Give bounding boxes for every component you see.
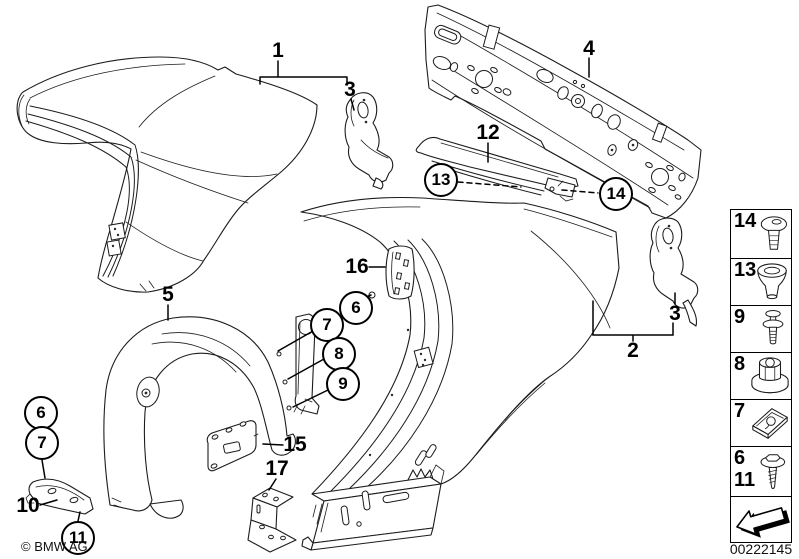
hex-screw-icon	[760, 453, 786, 489]
part-3-bracket-right	[649, 217, 699, 327]
diagram-id: 00222145	[729, 541, 793, 557]
part-2-right-side-panel	[300, 196, 620, 551]
legend-item-8[interactable]: 8	[731, 352, 791, 399]
clip-nut-icon	[752, 408, 788, 439]
callout-2[interactable]: 2	[627, 339, 639, 362]
callout-12[interactable]: 12	[476, 121, 500, 144]
legend-item-arrow[interactable]	[731, 496, 791, 542]
legend-number-7: 7	[734, 400, 746, 422]
cone-plug-icon	[757, 263, 787, 300]
callout-circle-8[interactable]: 8	[322, 337, 356, 371]
legend-number-9: 9	[734, 306, 746, 328]
legend-number-14: 14	[734, 210, 757, 232]
part-17-bracket	[247, 487, 297, 553]
flange-nut-icon	[751, 357, 789, 394]
part-1-left-side-panel	[16, 56, 318, 293]
callout-16[interactable]: 16	[345, 255, 369, 278]
callout-circle-13[interactable]: 13	[424, 163, 458, 197]
callout-3-right[interactable]: 3	[669, 302, 681, 325]
callout-10[interactable]: 10	[16, 494, 40, 517]
callout-circle-6-left[interactable]: 6	[24, 396, 58, 430]
legend-number-8: 8	[734, 353, 746, 375]
callout-3-left[interactable]: 3	[344, 78, 356, 101]
legend-item-9[interactable]: 9	[731, 305, 791, 352]
callout-circle-7-left[interactable]: 7	[25, 426, 59, 460]
part-3-bracket-left	[344, 92, 394, 190]
legend-number-13: 13	[734, 259, 757, 281]
callout-circle-11[interactable]: 11	[61, 521, 95, 555]
part-12-trim-strip	[415, 136, 579, 202]
callout-15[interactable]: 15	[283, 433, 307, 456]
part-5-wheel-arch-liner	[103, 316, 296, 519]
callout-4[interactable]: 4	[583, 37, 595, 60]
push-rivet-icon	[760, 216, 787, 250]
legend-item-14[interactable]: 14	[731, 210, 791, 258]
legend-item-6-11[interactable]: 6 11	[731, 446, 791, 496]
callout-17[interactable]: 17	[265, 457, 289, 480]
copyright-notice: © BMW AG	[21, 539, 88, 554]
blind-rivet-icon	[762, 310, 784, 345]
part-15-plate	[206, 420, 259, 472]
legend-number-6: 6	[734, 447, 746, 469]
callout-circle-6-mid[interactable]: 6	[339, 291, 373, 325]
fastener-legend: 14 13 9 8	[730, 209, 792, 543]
callout-circle-14[interactable]: 14	[599, 177, 633, 211]
callout-circle-9[interactable]: 9	[326, 367, 360, 401]
part-16-bracket	[360, 245, 415, 306]
callout-1[interactable]: 1	[272, 39, 284, 62]
callout-5[interactable]: 5	[162, 283, 174, 306]
legend-item-7[interactable]: 7	[731, 399, 791, 446]
legend-item-13[interactable]: 13	[731, 258, 791, 305]
legend-number-11: 11	[734, 469, 756, 491]
part-10-bracket	[25, 478, 94, 515]
part-4-rear-panel	[424, 4, 702, 219]
continue-arrow-icon	[736, 506, 790, 538]
leader-lines	[39, 57, 676, 522]
